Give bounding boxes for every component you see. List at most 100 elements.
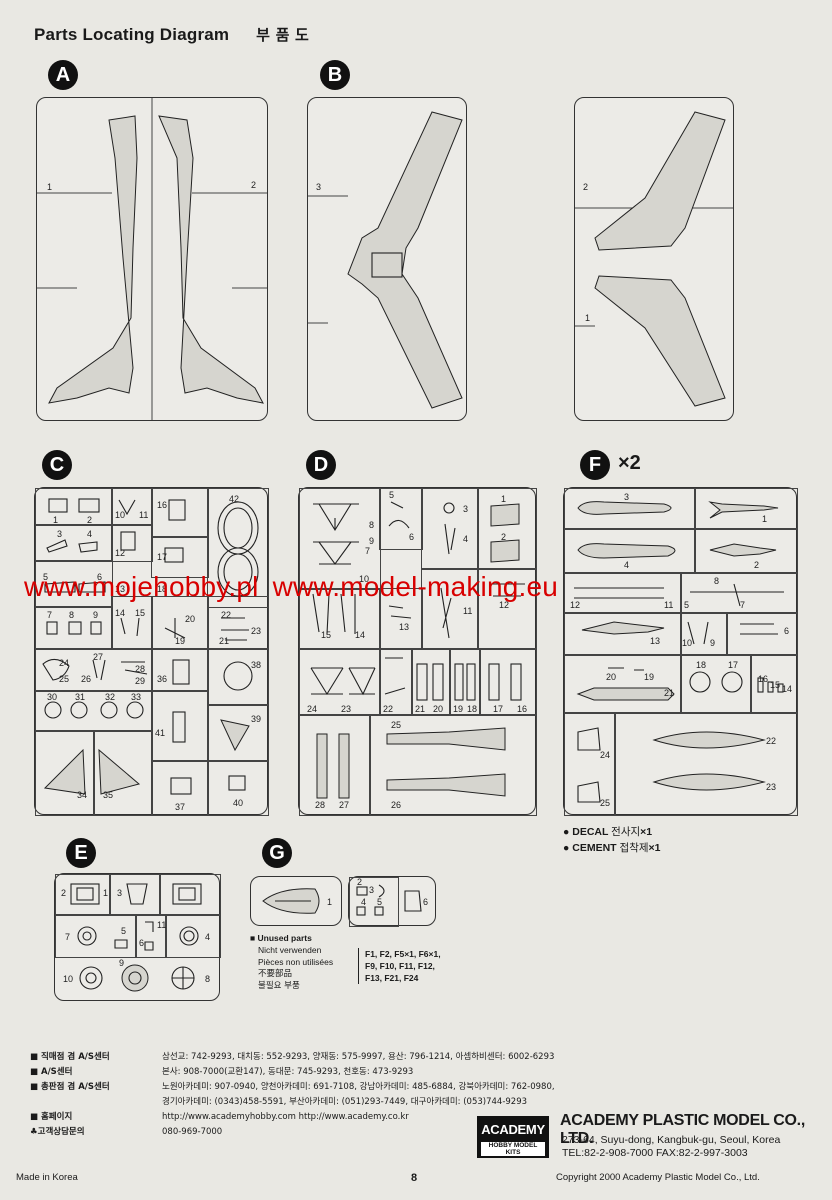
cement-ko: 접착제 [619, 842, 649, 854]
cell-g-2-5 [349, 877, 399, 927]
part-c38-label: 38 [251, 660, 262, 670]
part-f1-label: 1 [762, 514, 768, 524]
cell-c-42 [207, 488, 269, 608]
part-d27-label: 27 [339, 800, 350, 810]
part-c9-label: 9 [93, 610, 99, 620]
part-c29-label: 29 [135, 676, 146, 686]
unused-jp: 不要部品 [258, 969, 293, 979]
cell-e-6-11 [135, 914, 167, 958]
sprue-d: 1 2 3 4 5 6 7 8 9 10 11 12 13 14 15 16 1… [298, 487, 537, 816]
part-c37-label: 37 [175, 802, 186, 812]
part-d10-label: 10 [359, 574, 370, 584]
part-d20-label: 20 [433, 704, 444, 714]
cell-c-37 [151, 760, 209, 816]
contact-labels: ■ 직매점 겸 A/S센터 ■ A/S센터 ■ 총판점 겸 A/S센터 ■ 홈페… [30, 1052, 110, 1137]
cell-c-34 [35, 730, 95, 816]
sprue-f-parts [574, 501, 784, 803]
main-wing [308, 111, 463, 409]
homepage-links[interactable]: http://www.academyhobby.com http://www.a… [162, 1112, 409, 1122]
cell-d-5-6 [379, 488, 423, 550]
legend-cement: ● CEMENT 접착제×1 [563, 842, 661, 854]
part-c16-label: 16 [157, 500, 168, 510]
cell-c-7-9 [35, 606, 113, 650]
section-e-marker: E [66, 838, 96, 868]
part-e5-label: 5 [121, 926, 127, 936]
cell-c-10-11 [111, 488, 153, 526]
cell-f-13 [564, 612, 682, 656]
sprue-g-canopy: 1 [250, 876, 342, 926]
cell-c-3-4 [35, 524, 113, 562]
cell-f-24-25 [564, 712, 616, 816]
part-c4-label: 4 [87, 529, 93, 539]
cell-e-4 [165, 914, 221, 958]
part-d1-label: 1 [501, 494, 507, 504]
part-d12-label: 12 [499, 600, 510, 610]
cell-c-14-15 [111, 596, 153, 650]
part-e6-label: 6 [139, 938, 145, 948]
part-d24-label: 24 [307, 704, 318, 714]
part-c12-label: 12 [115, 548, 126, 558]
section-f-marker: F [580, 450, 610, 480]
part-g5-label: 5 [377, 897, 383, 907]
part-e10-label: 10 [63, 974, 74, 984]
cell-c-1-2 [35, 488, 113, 526]
cell-d-22 [379, 648, 413, 716]
part-d25-label: 25 [391, 720, 402, 730]
watermark-left: www.mojehobby.pl [24, 571, 259, 602]
cell-d-27-28 [299, 714, 371, 816]
part-c27-label: 27 [93, 652, 104, 662]
part-f18-label: 18 [696, 660, 707, 670]
part-c30-label: 30 [47, 692, 58, 702]
unused-parts-note: ■ Unused parts Nicht verwenden Pièces no… [250, 932, 441, 992]
part-c2-label: 2 [87, 515, 93, 525]
part-e9-label: 9 [119, 958, 125, 968]
cell-d-25-26 [369, 714, 537, 816]
made-in: Made in Korea [16, 1172, 78, 1183]
part-e7-label: 7 [65, 932, 71, 942]
cell-f-2 [694, 528, 798, 574]
section-c-marker: C [42, 450, 72, 480]
part-c22-label: 22 [221, 610, 232, 620]
cell-c-39 [207, 704, 269, 762]
cell-d-23-24 [299, 648, 381, 716]
part-g2-label: 2 [357, 877, 363, 887]
canopy [262, 888, 320, 914]
part-c3-label: 3 [57, 529, 63, 539]
part-c6-label: 6 [97, 572, 103, 582]
part-c15-label: 15 [135, 608, 146, 618]
cell-d-1-2 [477, 488, 537, 570]
cement-count: ×1 [648, 842, 661, 854]
part-g3-label: 3 [369, 885, 375, 895]
title-en: Parts Locating Diagram [34, 25, 230, 44]
part-c11-label: 11 [139, 510, 149, 520]
fuselage-halves [37, 98, 267, 420]
cell-c-24-29 [35, 648, 153, 692]
part-b2-label: 2 [583, 182, 589, 192]
part-f10-label: 10 [682, 638, 693, 648]
part-f22-label: 22 [766, 736, 777, 746]
part-d15-label: 15 [321, 630, 332, 640]
cell-f-11-12 [564, 572, 682, 614]
part-c10-label: 10 [115, 510, 126, 520]
unused-heading: ■ Unused parts [250, 933, 312, 943]
cell-c-41 [151, 690, 209, 762]
part-g1-label: 1 [327, 897, 333, 907]
legend-decal: ● DECAL 전사지×1 [563, 826, 653, 838]
section-a-marker: A [48, 60, 78, 90]
part-d17-label: 17 [493, 704, 504, 714]
cell-c-17 [151, 536, 209, 578]
part-c20-label: 20 [185, 614, 196, 624]
cell-d-13 [379, 588, 423, 650]
part-c1-label: 1 [53, 515, 59, 525]
part-f20-label: 20 [606, 672, 617, 682]
wing-lower-halves [575, 111, 733, 407]
part-c23-label: 23 [251, 626, 262, 636]
part-a1-label: 1 [47, 182, 53, 192]
cell-c-16 [151, 488, 209, 538]
sprue-a: 1 2 [36, 97, 268, 421]
part-f9-label: 9 [710, 638, 716, 648]
part-f16-label: 16 [758, 674, 769, 684]
sprue-g: 2 3 4 5 6 [348, 876, 436, 927]
part-b3-label: 3 [316, 182, 322, 192]
